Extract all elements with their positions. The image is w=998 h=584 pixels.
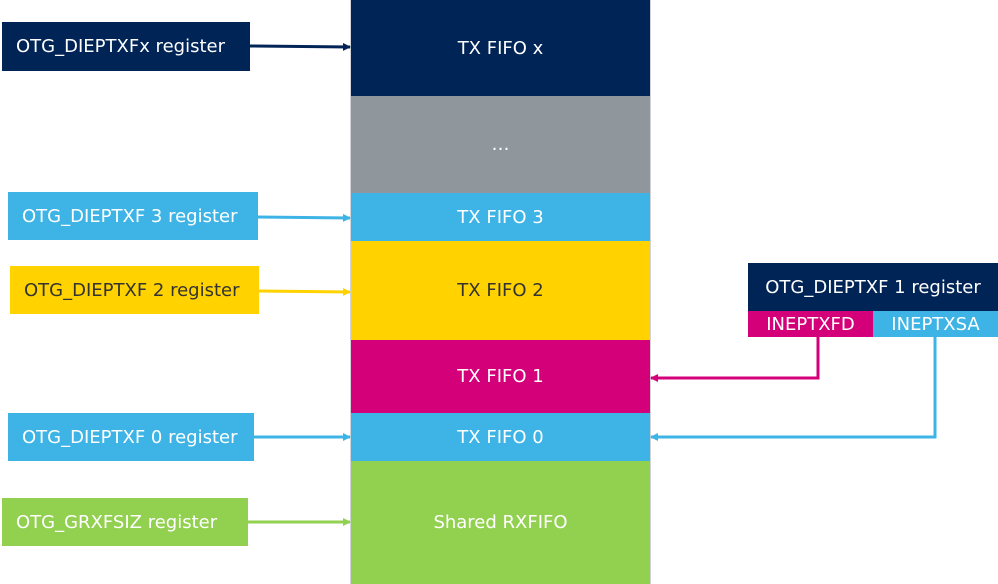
arrow-dieptxf3-to-fifo-3: [257, 213, 351, 222]
otg-dieptxfx-register-label: OTG_DIEPTXFx register: [16, 36, 225, 57]
tx-fifo-3-block: TX FIFO 3: [350, 193, 651, 241]
otg-dieptxfx-register-box: OTG_DIEPTXFx register: [2, 22, 250, 71]
tx-fifo-2-label: TX FIFO 2: [457, 280, 544, 301]
otg-grxfsiz-register-label: OTG_GRXFSIZ register: [16, 511, 218, 533]
otg-dieptxf1-register-label: OTG_DIEPTXF 1 register: [765, 276, 981, 298]
otg-dieptxf1-register-box: OTG_DIEPTXF 1 register: [748, 263, 998, 311]
otg-dieptxf3-register-label: OTG_DIEPTXF 3 register: [22, 205, 238, 227]
tx-fifo-2-block: TX FIFO 2: [350, 241, 651, 340]
shared-rxfifo-block: Shared RXFIFO: [350, 461, 651, 584]
tx-fifo-0-label: TX FIFO 0: [457, 426, 544, 448]
tx-fifo-ellipsis-label: …: [491, 134, 510, 155]
shared-rxfifo-label: Shared RXFIFO: [433, 512, 568, 533]
otg-dieptxf0-register-label: OTG_DIEPTXF 0 register: [22, 426, 238, 448]
ineptxsa-field: INEPTXSA: [873, 311, 998, 337]
arrow-ineptxfd-to-fifo-1: [650, 337, 820, 382]
otg-grxfsiz-register-box: OTG_GRXFSIZ register: [2, 498, 248, 546]
tx-fifo-1-label: TX FIFO 1: [457, 366, 544, 387]
ineptxfd-field: INEPTXFD: [748, 311, 873, 337]
tx-fifo-x-block: TX FIFO x: [350, 0, 651, 96]
arrow-dieptxf2-to-fifo-2: [258, 287, 351, 296]
tx-fifo-1-block: TX FIFO 1: [350, 340, 651, 413]
tx-fifo-x-label: TX FIFO x: [457, 37, 544, 59]
tx-fifo-ellipsis-block: …: [350, 96, 651, 193]
tx-fifo-3-label: TX FIFO 3: [457, 206, 544, 228]
tx-fifo-0-block: TX FIFO 0: [350, 413, 651, 461]
ineptxfd-field-label: INEPTXFD: [766, 313, 855, 335]
otg-dieptxf3-register-box: OTG_DIEPTXF 3 register: [8, 192, 258, 240]
arrow-dieptxfx-to-fifo-x: [249, 42, 351, 51]
otg-dieptxf2-register-box: OTG_DIEPTXF 2 register: [10, 266, 259, 314]
arrow-ineptxsa-to-fifo-0: [650, 337, 937, 441]
otg-dieptxf2-register-label: OTG_DIEPTXF 2 register: [24, 279, 240, 301]
otg-dieptxf0-register-box: OTG_DIEPTXF 0 register: [8, 413, 254, 461]
ineptxsa-field-label: INEPTXSA: [891, 313, 980, 335]
